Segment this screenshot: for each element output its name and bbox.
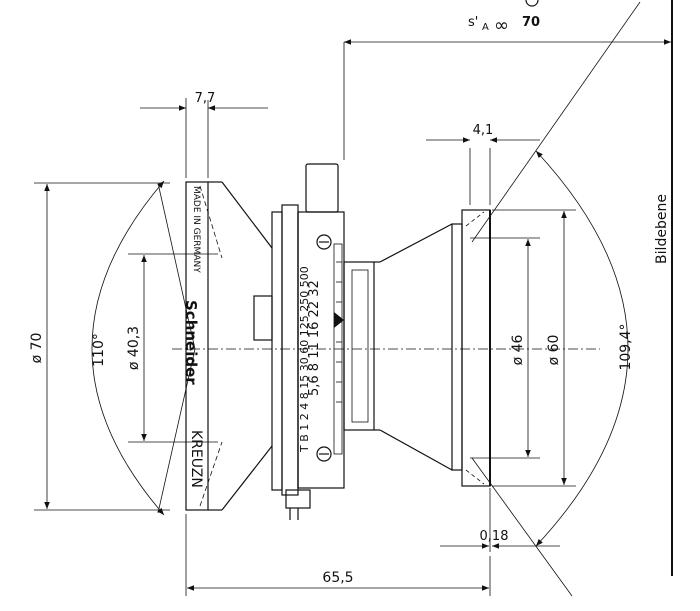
brand-engraving: Schneider xyxy=(182,300,200,385)
dim-rear-offset: 0,18 xyxy=(480,529,509,544)
place-engraving: KREUZN xyxy=(188,430,204,488)
dim-rear-angle: 109,4° xyxy=(618,323,634,370)
dim-rear-inner-diameter: ø 46 xyxy=(510,334,526,365)
image-distance-prefix: s' xyxy=(468,15,478,30)
reference-circle-mark xyxy=(525,0,539,7)
infinity-symbol: ∞ xyxy=(494,15,509,36)
dim-front-angle: 110° xyxy=(91,333,107,367)
dim-front-inner-diameter: ø 40,3 xyxy=(126,326,142,370)
dim-rear-outer-diameter: ø 60 xyxy=(546,335,562,366)
made-in-engraving: MADE IN GERMANY xyxy=(191,186,201,273)
dim-front-outer-diameter: ø 70 xyxy=(29,333,45,364)
rear-lens-barrel xyxy=(343,209,491,487)
shutter-speed-scale: T B 1 2 4 8 15 30 60 125 250 500 xyxy=(298,266,311,453)
dim-flange-width: 7,7 xyxy=(195,91,216,106)
dim-rear-width: 4,1 xyxy=(473,123,494,138)
image-distance-subscript: A xyxy=(482,22,489,33)
front-lens-barrel xyxy=(185,181,273,511)
aperture-scale: 5,6 8 11 16 22 32 xyxy=(307,280,322,396)
shutter-body xyxy=(253,163,345,520)
image-plane-label: Bildebene xyxy=(654,194,670,264)
image-distance-value: 70 xyxy=(522,15,540,30)
dim-total-length: 65,5 xyxy=(322,570,353,586)
